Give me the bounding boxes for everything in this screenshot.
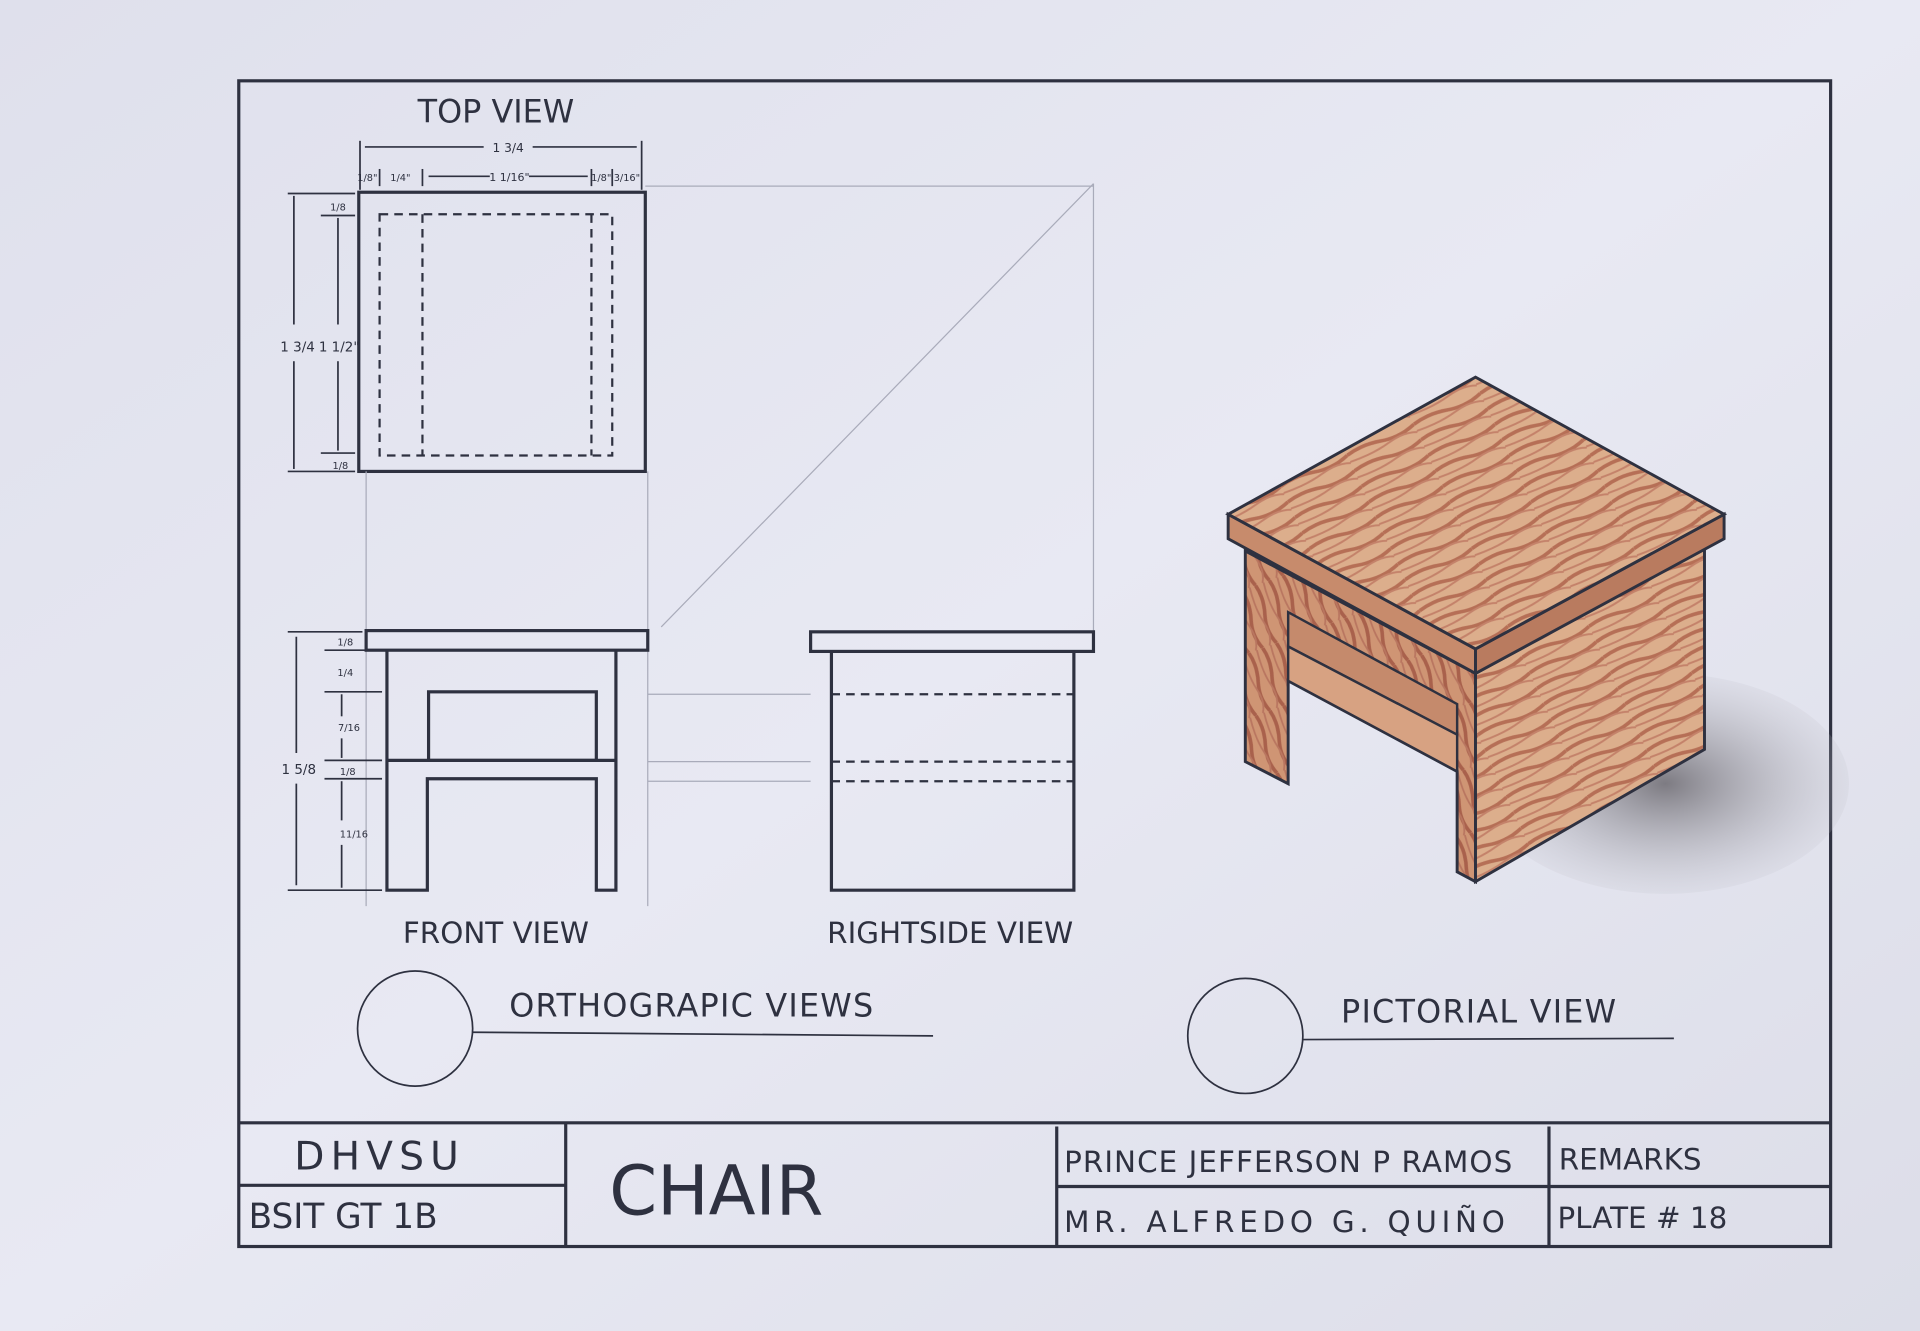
front-view: FRONT VIEW 1 5/8 1/8 1/4 7/16 1/8 11/16 xyxy=(282,629,650,950)
dim-top-seg-3: 1 1/16" xyxy=(489,171,529,184)
orthographic-caption: ORTHOGRAPIC VIEWS xyxy=(356,970,934,1087)
dim-front-seg-3: 7/16 xyxy=(338,723,360,734)
dim-top-seg-1: 1/8" xyxy=(357,173,377,184)
border-frame xyxy=(237,79,1833,1249)
drawing-title: CHAIR xyxy=(609,1152,823,1232)
dim-front-seg-2: 1/4 xyxy=(337,668,353,679)
rightside-view: RIGHTSIDE VIEW xyxy=(809,630,1096,950)
dim-top-overall-depth: 1 3/4 xyxy=(280,340,315,355)
dim-top-seg-2: 1/4" xyxy=(390,173,410,184)
pictorial-view-label: PICTORIAL VIEW xyxy=(1341,992,1617,1030)
dim-top-edge-bottom: 1/8 xyxy=(333,461,349,472)
dim-top-edge-top: 1/8 xyxy=(330,203,346,214)
pictorial-chair-drawing xyxy=(1225,375,1849,894)
remarks-label: REMARKS xyxy=(1559,1142,1702,1176)
instructor-name: MR. ALFREDO G. QUIÑO xyxy=(1064,1204,1505,1239)
dim-top-overall-width: 1 3/4 xyxy=(492,141,524,155)
front-view-label: FRONT VIEW xyxy=(403,916,589,950)
section-name: BSIT GT 1B xyxy=(249,1197,438,1237)
dim-top-inner-depth: 1 1/2" xyxy=(319,340,360,355)
dim-top-seg-4: 1/8" xyxy=(591,173,611,184)
top-view: TOP VIEW 1 3/4 1/8" 1/4" 1 1/16" 1/8" 3/… xyxy=(280,92,647,474)
dim-front-seg-1: 1/8 xyxy=(337,637,353,648)
plate-number: PLATE # 18 xyxy=(1558,1201,1728,1235)
student-name: PRINCE JEFFERSON P RAMOS xyxy=(1064,1145,1512,1179)
orthographic-views-label: ORTHOGRAPIC VIEWS xyxy=(509,986,874,1024)
dim-front-seg-4: 1/8 xyxy=(340,767,356,778)
dim-front-seg-5: 11/16 xyxy=(340,830,368,841)
projection-lines xyxy=(365,183,1095,907)
rightside-view-label: RIGHTSIDE VIEW xyxy=(827,916,1073,950)
dim-front-overall-height: 1 5/8 xyxy=(282,763,317,778)
pictorial-caption: PICTORIAL VIEW xyxy=(1186,977,1674,1095)
top-view-label: TOP VIEW xyxy=(417,92,575,130)
school-name: DHVSU xyxy=(294,1134,465,1179)
dim-top-seg-5: 3/16" xyxy=(614,173,640,184)
title-block: DHVSU BSIT GT 1B CHAIR PRINCE JEFFERSON … xyxy=(238,1121,1831,1247)
